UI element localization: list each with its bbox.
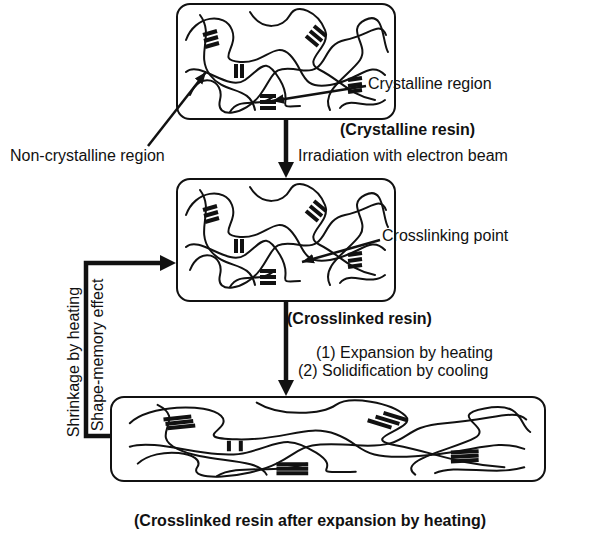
polymer-chain	[200, 15, 255, 110]
polymer-chain	[190, 29, 386, 113]
crosslink-group	[158, 414, 485, 460]
crystalline-lamella	[203, 31, 219, 47]
arrow-label: Irradiation with electron beam	[298, 147, 508, 165]
crystalline-lamella	[348, 78, 362, 92]
resin-caption: (Crosslinked resin)	[287, 310, 432, 328]
callout-label: Crystalline region	[368, 75, 492, 93]
leader-line	[302, 240, 380, 262]
callout-label: Non-crystalline region	[10, 147, 165, 165]
resin-box: (Crystalline resin)	[176, 3, 396, 120]
polymer-chain	[230, 95, 275, 112]
arrow-label: Shrinkage by heating	[65, 287, 83, 437]
callout-label: Shape-memory effect	[89, 279, 107, 432]
polymer-chain	[328, 18, 388, 110]
crystalline-lamella	[306, 26, 326, 46]
polymer-chains	[186, 9, 388, 113]
leader-line	[272, 86, 366, 101]
polymer-chains	[130, 400, 530, 476]
resin-caption: (Crosslinked resin after expansion by he…	[134, 512, 486, 530]
process-arrow	[86, 263, 160, 436]
resin-box: (Crosslinked resin after expansion by he…	[110, 396, 546, 482]
crosslink-group	[200, 203, 365, 265]
polymer-chains	[186, 184, 388, 288]
resin-box: (Crosslinked resin)	[176, 178, 396, 302]
crystalline-lamella	[236, 64, 242, 78]
arrow-label: (1) Expansion by heating (2) Solidificat…	[298, 344, 508, 381]
resin-caption: (Crystalline resin)	[340, 121, 475, 139]
process-arrow	[284, 302, 289, 380]
process-arrow	[284, 120, 289, 162]
callout-label: Crosslinking point	[382, 227, 508, 245]
polymer-chain	[340, 100, 385, 108]
